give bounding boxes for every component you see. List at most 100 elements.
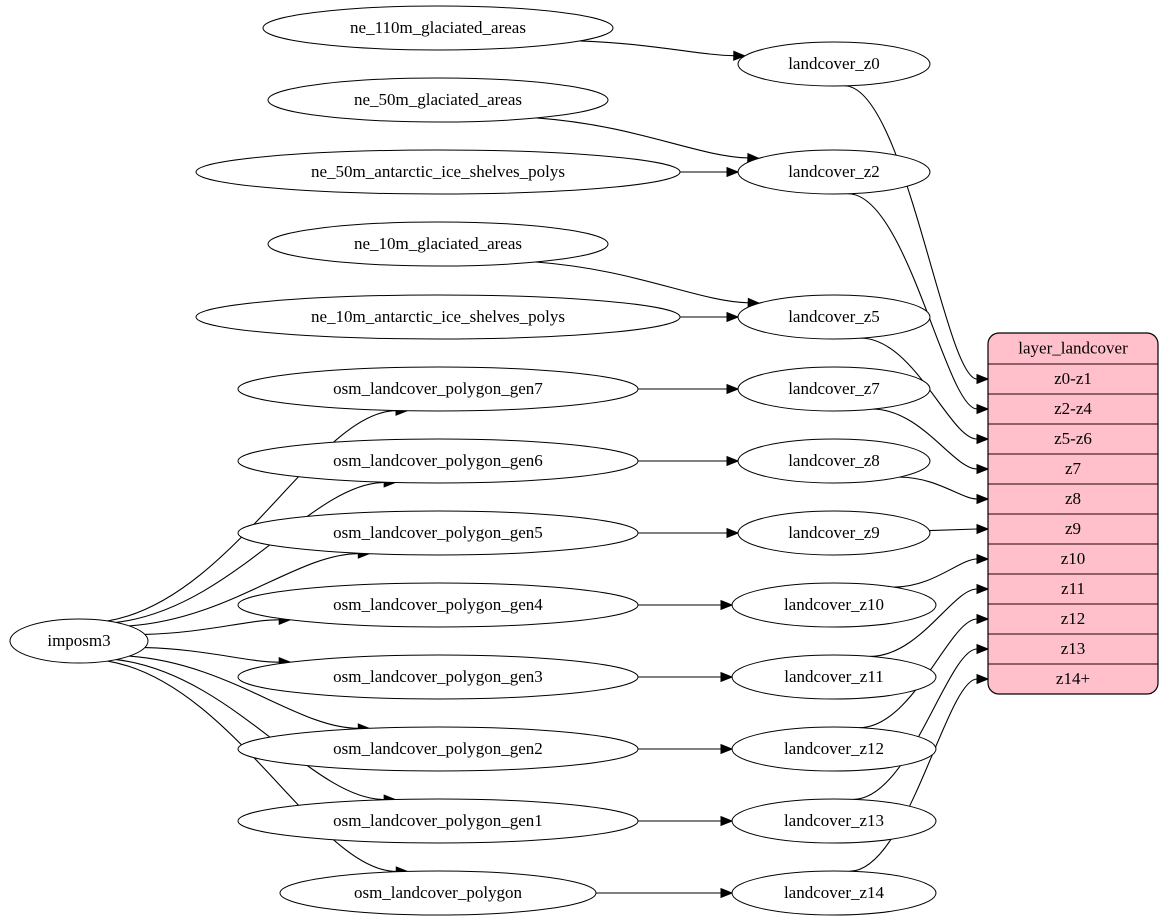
edge-landcover_z10-to-row_z10 xyxy=(893,558,978,588)
node-shape-landcover_z5 xyxy=(737,294,931,340)
edge-imposm3-to-osm_landcover_polygon_gen3 xyxy=(144,647,280,663)
edge-landcover_z8-to-row_z8 xyxy=(899,476,978,500)
edge-landcover_z14-to-row_z14plus xyxy=(849,678,978,872)
arrow-head-icon xyxy=(720,815,734,827)
table-row-row_z7[interactable] xyxy=(988,454,1158,484)
node-ne_50m_antarctic_ice_shelves_polys[interactable]: ne_50m_antarctic_ice_shelves_polys xyxy=(195,149,681,195)
arrow-head-icon xyxy=(720,887,734,899)
table-row-label-row_z7: z7 xyxy=(1065,459,1082,478)
node-ne_10m_glaciated_areas[interactable]: ne_10m_glaciated_areas xyxy=(267,221,609,267)
node-landcover_z2[interactable]: landcover_z2 xyxy=(737,149,931,195)
edge-landcover_z2-to-row_z2_z4 xyxy=(848,193,978,410)
node-osm_landcover_polygon_gen2[interactable]: osm_landcover_polygon_gen2 xyxy=(237,726,639,772)
table-row-label-row_z0_z1: z0-z1 xyxy=(1054,369,1092,388)
table-row-row_z11[interactable] xyxy=(988,574,1158,604)
table-row-row_z12[interactable] xyxy=(988,604,1158,634)
node-shape-landcover_z2 xyxy=(737,149,931,195)
node-label-ne_50m_glaciated_areas: ne_50m_glaciated_areas xyxy=(354,90,522,109)
edge-imposm3-to-osm_landcover_polygon_gen1 xyxy=(115,659,385,801)
table-row-row_z9[interactable] xyxy=(988,514,1158,544)
node-landcover_z13[interactable]: landcover_z13 xyxy=(731,798,937,844)
node-landcover_z5[interactable]: landcover_z5 xyxy=(737,294,931,340)
node-label-osm_landcover_polygon_gen4: osm_landcover_polygon_gen4 xyxy=(333,595,543,614)
layer-landcover-table: layer_landcoverz0-z1z2-z4z5-z6z7z8z9z10z… xyxy=(987,332,1159,695)
table-row-row_z14plus[interactable] xyxy=(988,664,1158,694)
node-imposm3[interactable]: imposm3 xyxy=(9,618,149,664)
table-row-row_z13[interactable] xyxy=(988,634,1158,664)
table-row-row_z8[interactable] xyxy=(988,484,1158,514)
node-osm_landcover_polygon_gen3[interactable]: osm_landcover_polygon_gen3 xyxy=(237,654,639,700)
node-osm_landcover_polygon_gen6[interactable]: osm_landcover_polygon_gen6 xyxy=(237,438,639,484)
node-shape-osm_landcover_polygon_gen7 xyxy=(237,366,639,412)
node-osm_landcover_polygon_gen4[interactable]: osm_landcover_polygon_gen4 xyxy=(237,582,639,628)
node-shape-osm_landcover_polygon_gen3 xyxy=(237,654,639,700)
node-landcover_z14[interactable]: landcover_z14 xyxy=(731,870,937,916)
table-outline xyxy=(987,332,1159,695)
node-shape-imposm3 xyxy=(9,618,149,664)
arrow-head-icon xyxy=(976,403,990,415)
node-shape-osm_landcover_polygon_gen1 xyxy=(237,798,639,844)
node-label-landcover_z9: landcover_z9 xyxy=(788,523,880,542)
arrow-head-icon xyxy=(726,311,740,323)
edge-imposm3-to-osm_landcover_polygon xyxy=(107,660,397,872)
edge-ne_50m_glaciated_areas-to-landcover_z2 xyxy=(536,117,748,159)
edge-landcover_z11-to-row_z11 xyxy=(870,588,978,657)
node-label-landcover_z10: landcover_z10 xyxy=(784,595,884,614)
node-shape-landcover_z14 xyxy=(731,870,937,916)
node-ne_50m_glaciated_areas[interactable]: ne_50m_glaciated_areas xyxy=(267,77,609,123)
node-shape-osm_landcover_polygon_gen4 xyxy=(237,582,639,628)
node-label-landcover_z13: landcover_z13 xyxy=(784,811,884,830)
node-label-landcover_z2: landcover_z2 xyxy=(788,162,880,181)
table-row-label-row_z13: z13 xyxy=(1061,639,1086,658)
table-header-label: layer_landcover xyxy=(1018,338,1128,357)
arrow-head-icon xyxy=(976,463,990,475)
node-osm_landcover_polygon_gen1[interactable]: osm_landcover_polygon_gen1 xyxy=(237,798,639,844)
node-shape-osm_landcover_polygon_gen6 xyxy=(237,438,639,484)
node-landcover_z11[interactable]: landcover_z11 xyxy=(731,654,937,700)
table-row-row_z0_z1[interactable] xyxy=(988,364,1158,394)
arrow-head-icon xyxy=(726,383,740,395)
arrow-head-icon xyxy=(976,373,990,385)
table-row-row_z10[interactable] xyxy=(988,544,1158,574)
node-landcover_z7[interactable]: landcover_z7 xyxy=(737,366,931,412)
table-row-row_z2_z4[interactable] xyxy=(988,394,1158,424)
arrow-head-icon xyxy=(733,50,747,61)
node-shape-ne_10m_glaciated_areas xyxy=(267,221,609,267)
node-osm_landcover_polygon[interactable]: osm_landcover_polygon xyxy=(279,870,597,916)
node-shape-landcover_z8 xyxy=(737,438,931,484)
arrow-head-icon xyxy=(976,553,990,565)
arrow-head-icon xyxy=(720,743,734,755)
arrow-head-icon xyxy=(720,599,734,611)
table-row-label-row_z10: z10 xyxy=(1061,549,1086,568)
node-label-osm_landcover_polygon_gen3: osm_landcover_polygon_gen3 xyxy=(333,667,543,686)
edge-landcover_z7-to-row_z7 xyxy=(872,408,978,470)
node-landcover_z9[interactable]: landcover_z9 xyxy=(737,510,931,556)
node-shape-osm_landcover_polygon_gen5 xyxy=(237,510,639,556)
node-landcover_z0[interactable]: landcover_z0 xyxy=(737,41,931,87)
node-ne_110m_glaciated_areas[interactable]: ne_110m_glaciated_areas xyxy=(262,5,614,51)
node-shape-ne_50m_glaciated_areas xyxy=(267,77,609,123)
table-row-row_z5_z6[interactable] xyxy=(988,424,1158,454)
node-osm_landcover_polygon_gen7[interactable]: osm_landcover_polygon_gen7 xyxy=(237,366,639,412)
node-label-osm_landcover_polygon_gen1: osm_landcover_polygon_gen1 xyxy=(333,811,543,830)
table-row-label-row_z12: z12 xyxy=(1061,609,1086,628)
node-label-landcover_z8: landcover_z8 xyxy=(788,451,880,470)
edge-ne_110m_glaciated_areas-to-landcover_z0 xyxy=(579,40,734,57)
arrow-head-icon xyxy=(726,455,740,467)
edge-imposm3-to-osm_landcover_polygon_gen7 xyxy=(107,410,397,622)
edge-imposm3-to-osm_landcover_polygon_gen6 xyxy=(115,481,385,623)
node-osm_landcover_polygon_gen5[interactable]: osm_landcover_polygon_gen5 xyxy=(237,510,639,556)
node-shape-ne_50m_antarctic_ice_shelves_polys xyxy=(195,149,681,195)
arrow-head-icon xyxy=(976,583,990,595)
node-landcover_z12[interactable]: landcover_z12 xyxy=(731,726,937,772)
arrow-head-icon xyxy=(976,523,990,535)
node-label-landcover_z14: landcover_z14 xyxy=(784,883,885,902)
node-landcover_z8[interactable]: landcover_z8 xyxy=(737,438,931,484)
node-label-landcover_z5: landcover_z5 xyxy=(788,307,880,326)
node-ne_10m_antarctic_ice_shelves_polys[interactable]: ne_10m_antarctic_ice_shelves_polys xyxy=(195,294,681,340)
node-landcover_z10[interactable]: landcover_z10 xyxy=(731,582,937,628)
table-row-label-row_z11: z11 xyxy=(1061,579,1085,598)
table-row-label-row_z8: z8 xyxy=(1065,489,1081,508)
node-label-imposm3: imposm3 xyxy=(47,631,110,650)
